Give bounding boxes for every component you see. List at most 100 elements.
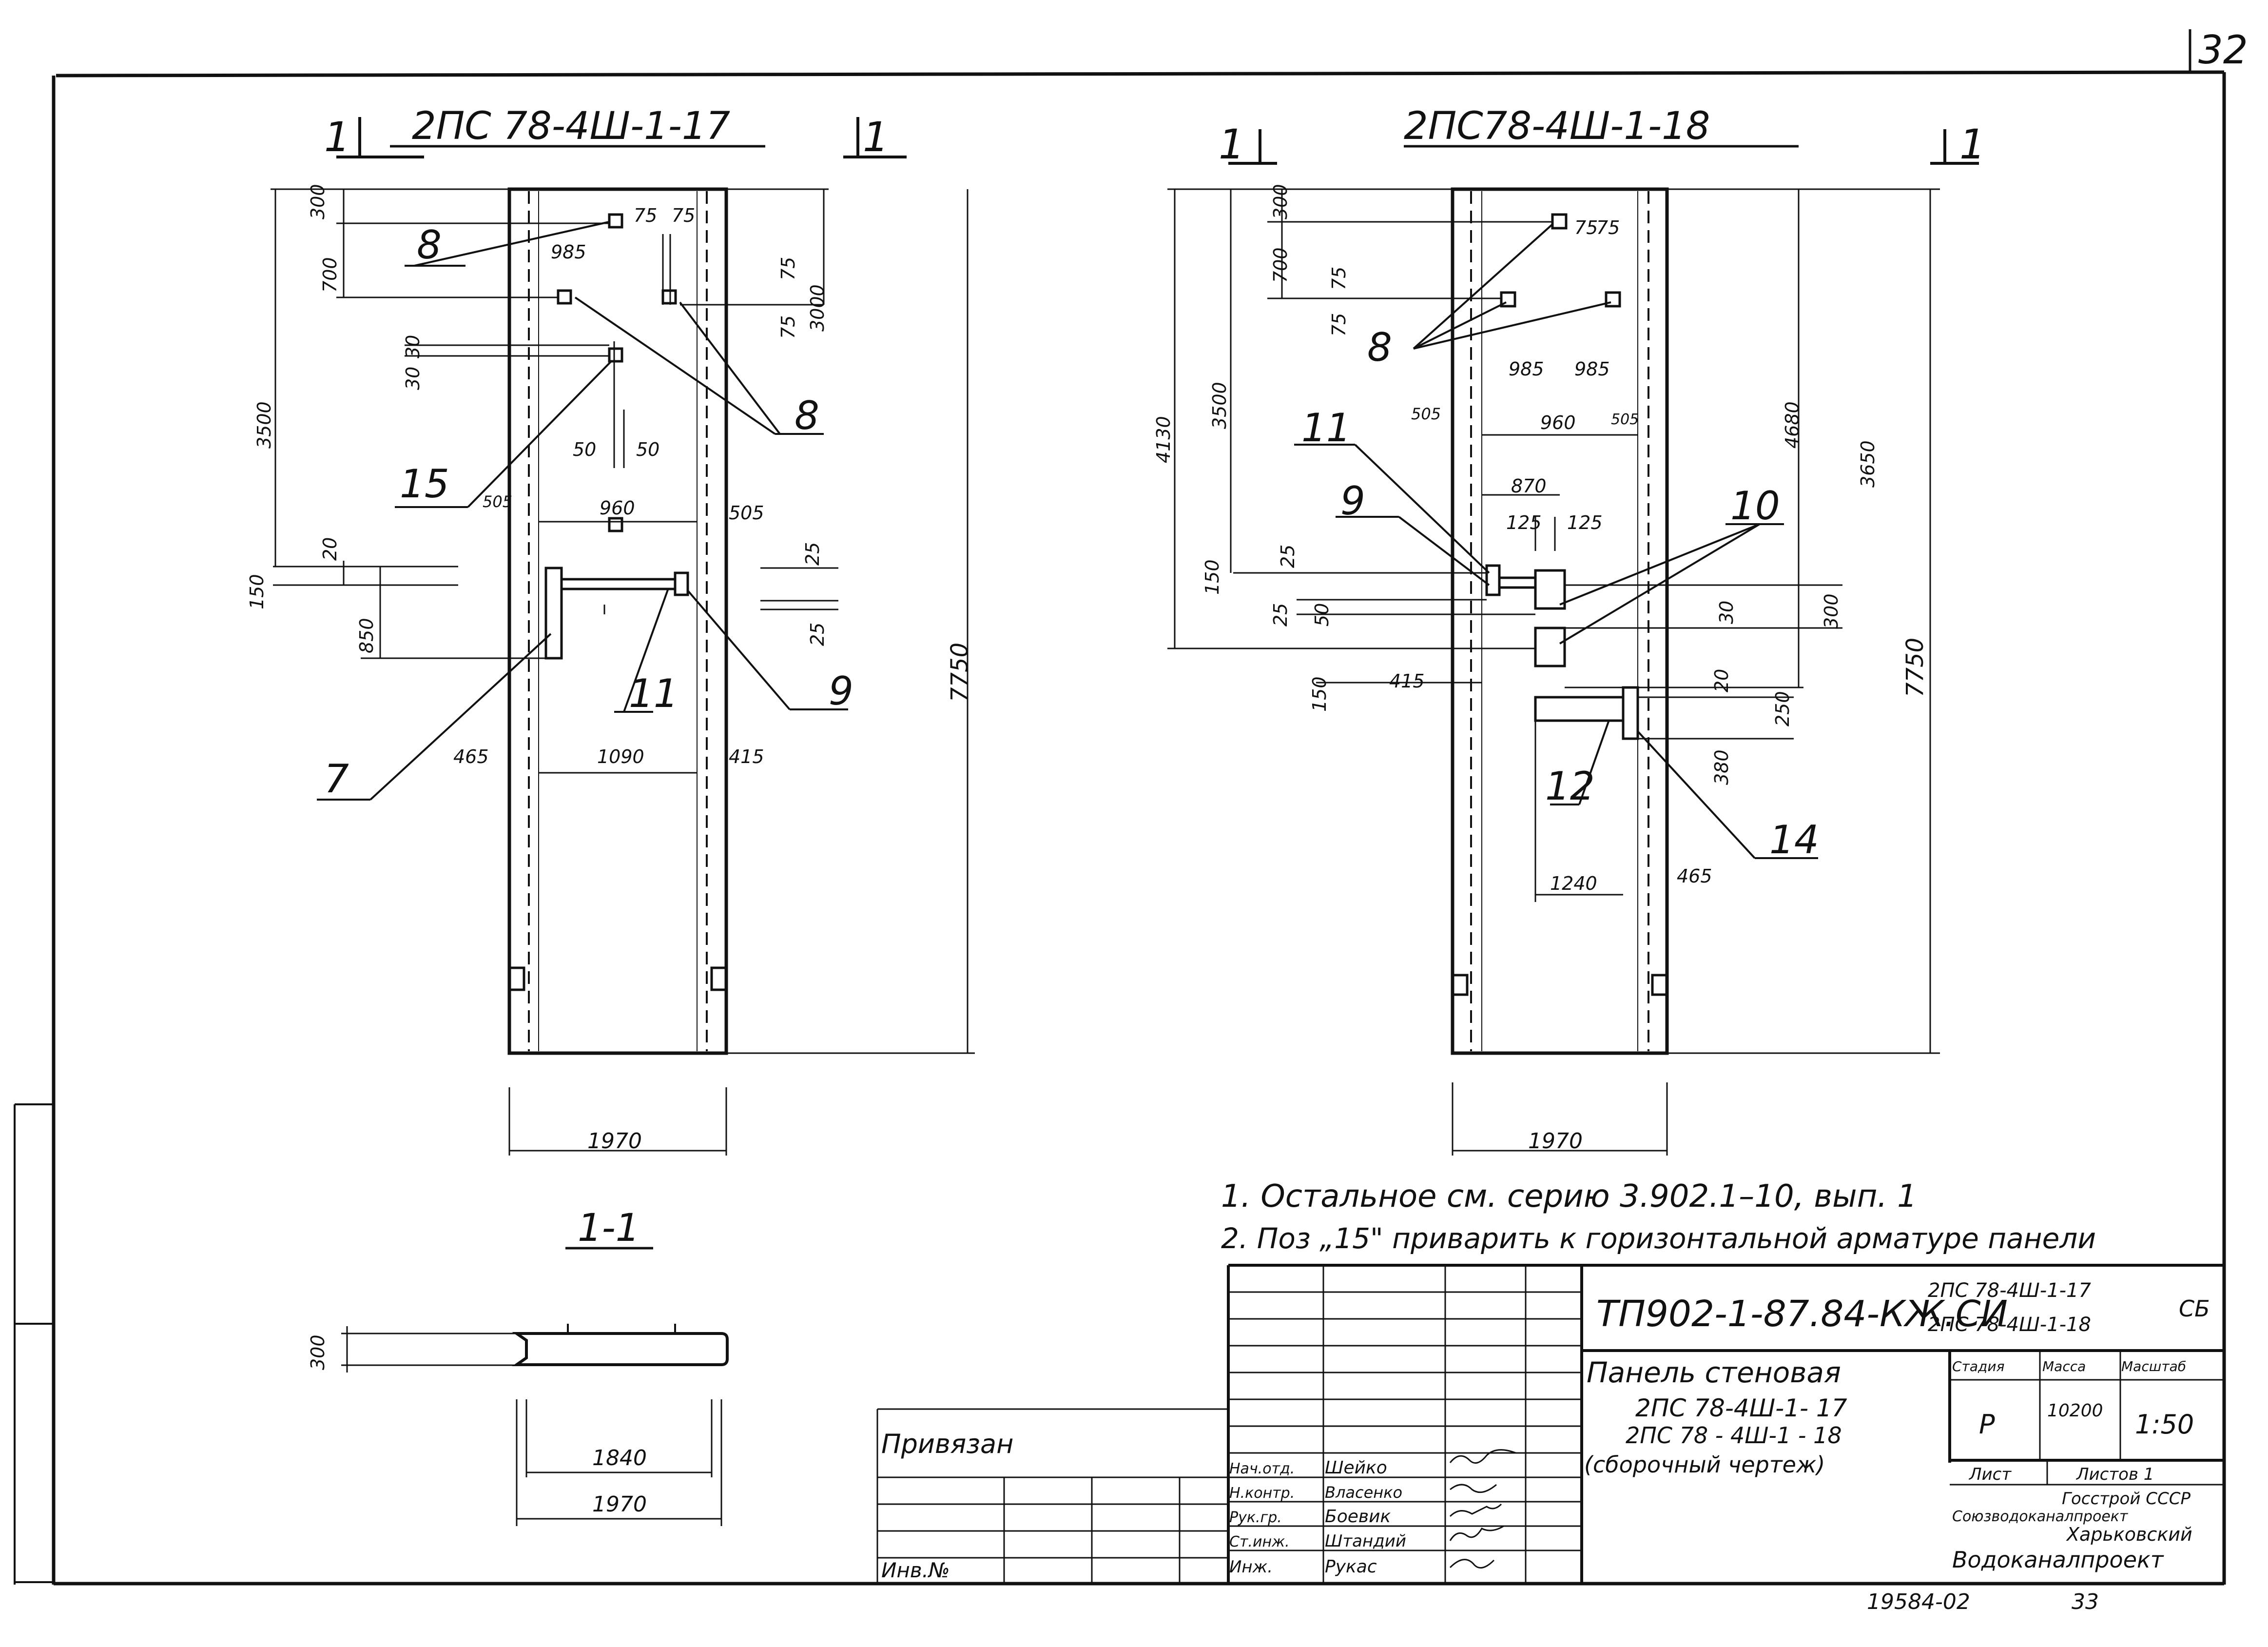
panel-name-line-2: 2ПС 78-4Ш-1- 17	[1635, 1394, 1847, 1422]
right-callout-12: 12	[1545, 764, 1595, 809]
left-callout-8-a: 8	[417, 222, 442, 268]
scale-value: 1:50	[2135, 1409, 2194, 1440]
left-dim-3000: 3000	[807, 284, 828, 332]
left-dim-30-a: 30	[402, 335, 424, 358]
bottom-marks: 19584-02 33	[1867, 1589, 2099, 1614]
left-dim-465: 465	[453, 746, 489, 767]
right-dim-125-a: 125	[1506, 512, 1542, 533]
mass-header: Масса	[2042, 1358, 2086, 1374]
right-callout-8: 8	[1367, 325, 1392, 370]
right-callout-11: 11	[1301, 405, 1351, 451]
right-view-title-text: 2ПС78-4Ш-1-18	[1404, 104, 1710, 148]
right-section-mark-left: 1	[1219, 120, 1244, 168]
right-dim-20: 20	[1711, 669, 1732, 692]
right-dim-3500: 3500	[1209, 382, 1230, 429]
section-dim-300: 300	[307, 1334, 329, 1370]
section-1-1: 1-1 300 1840 1970	[307, 1206, 729, 1526]
left-dim-700: 700	[319, 257, 341, 293]
right-callouts: 11 8 9 10 12 14	[1301, 325, 1819, 863]
left-dim-505-a: 505	[483, 492, 512, 511]
privyazan-label: Привязан	[881, 1429, 1013, 1459]
left-dim-300: 300	[307, 184, 329, 219]
left-dim-505-b: 505	[729, 502, 764, 524]
org-line-1: Госстрой СССР	[2062, 1489, 2190, 1509]
left-dim-960: 960	[600, 497, 635, 519]
binding-strip	[14, 1103, 54, 1585]
right-dim-4130: 4130	[1153, 416, 1174, 463]
right-dim-150-b: 150	[1309, 676, 1330, 712]
left-callout-7: 7	[324, 756, 349, 802]
left-dim-7750: 7750	[946, 643, 973, 702]
role-2: Н.контр.	[1229, 1485, 1295, 1502]
mark-line-2: 2ПС 78-4Ш-1-18	[1928, 1314, 2091, 1336]
bottom-page: 33	[2072, 1589, 2099, 1614]
right-dim-125-b: 125	[1567, 512, 1603, 533]
right-dim-960: 960	[1540, 412, 1576, 433]
panel-name-line-3: 2ПС 78 - 4Ш-1 - 18	[1626, 1422, 1842, 1449]
right-leader-lines	[1294, 223, 1818, 859]
panel-name-line-1: Панель стеновая	[1587, 1356, 1841, 1389]
sheet-frame	[52, 70, 2226, 1586]
role-4: Ст.инж.	[1229, 1533, 1290, 1550]
left-dim-75-b: 75	[672, 205, 695, 226]
left-dim-25-b: 25	[807, 623, 828, 646]
right-dim-700: 700	[1270, 247, 1291, 283]
role-3: Рук.гр.	[1229, 1509, 1282, 1526]
sheet-label: Лист	[1968, 1465, 2012, 1484]
right-dim-870: 870	[1511, 475, 1547, 497]
left-view-title-text: 2ПС 78-4Ш-1-17	[412, 104, 730, 148]
stage-header: Стадия	[1952, 1358, 2004, 1374]
mark-suffix: СБ	[2179, 1295, 2210, 1322]
panel-name-line-4: (сборочный чертеж)	[1584, 1451, 1825, 1478]
left-dimension-lines	[271, 188, 975, 1156]
name-1: Шейко	[1325, 1458, 1387, 1478]
page-number-box: 32	[2189, 27, 2248, 73]
right-dim-75-a: 75	[1574, 217, 1598, 238]
right-dim-75-d: 75	[1328, 313, 1350, 336]
left-dim-75-c: 75	[777, 257, 799, 280]
left-dim-50-a: 50	[573, 439, 596, 460]
section-title: 1-1	[578, 1206, 640, 1250]
right-embedded-plates	[1485, 213, 1639, 740]
left-dim-150: 150	[246, 574, 268, 609]
right-dim-300-b: 300	[1821, 593, 1842, 629]
left-leader-lines	[317, 221, 848, 801]
right-dim-505-b: 505	[1611, 411, 1639, 428]
right-dimension-lines	[1167, 188, 1940, 1156]
note-1: 1. Остальное см. серию 3.902.1–10, вып. …	[1221, 1178, 1917, 1215]
left-panel-outline	[507, 187, 728, 1055]
note-2: 2. Поз „15" приварить к горизонтальной а…	[1221, 1222, 2096, 1255]
name-3: Боевик	[1325, 1507, 1391, 1527]
mass-value: 10200	[2047, 1401, 2103, 1421]
right-dim-50: 50	[1311, 603, 1333, 627]
right-dim-25-b: 25	[1270, 603, 1291, 627]
org-line-2: Союзводоканалпроект	[1952, 1508, 2129, 1525]
left-dim-415: 415	[729, 746, 764, 767]
right-dim-985-a: 985	[1509, 358, 1544, 380]
left-dim-50-b: 50	[636, 439, 659, 460]
left-dimensions: 300 700 3500 150 20 850 3000 7750 985 75…	[246, 184, 973, 1154]
right-dim-300: 300	[1270, 184, 1291, 219]
right-dim-380: 380	[1711, 749, 1732, 785]
left-dim-3500: 3500	[253, 401, 275, 449]
right-dim-465: 465	[1677, 865, 1712, 887]
left-section-mark-right: 1	[863, 113, 889, 161]
left-embedded-plates	[544, 213, 689, 660]
name-4: Штандий	[1325, 1531, 1406, 1551]
right-dimensions: 300 700 4130 3500 75 75 75 75 985 985 50…	[1153, 184, 1929, 1154]
right-view-title: 2ПС78-4Ш-1-18 1 1	[1219, 104, 1985, 168]
signature-marks	[1449, 1449, 1516, 1569]
page-number: 32	[2198, 27, 2248, 73]
left-view-title: 2ПС 78-4Ш-1-17 1 1	[324, 104, 907, 161]
right-callout-10: 10	[1730, 483, 1780, 529]
right-dim-25-a: 25	[1277, 545, 1299, 568]
left-section-mark-left: 1	[324, 113, 350, 161]
left-dim-30-b: 30	[402, 367, 424, 390]
role-5: Инж.	[1229, 1557, 1273, 1577]
bottom-code: 19584-02	[1867, 1589, 1970, 1614]
left-dim-1970: 1970	[587, 1129, 642, 1154]
inv-no-label: Инв.№	[881, 1558, 950, 1582]
right-dim-75-b: 75	[1596, 217, 1620, 238]
